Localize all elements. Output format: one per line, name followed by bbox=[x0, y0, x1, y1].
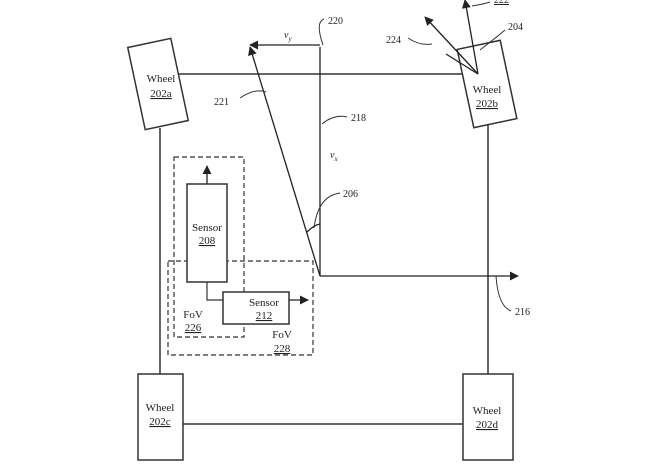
sensor-208-ref: 208 bbox=[199, 235, 216, 247]
wheel-direction-line bbox=[445, 53, 479, 75]
leader-lines bbox=[239, 1, 512, 312]
wheel-202a-label: Wheel bbox=[147, 73, 176, 85]
sensor-212: Sensor 212 bbox=[222, 291, 309, 325]
ref-216: 216 bbox=[515, 307, 530, 318]
wheel-202b: Wheel 202b bbox=[456, 39, 518, 129]
sensor-208: Sensor 208 bbox=[186, 165, 228, 283]
wheel-202a-ref: 202a bbox=[150, 88, 172, 100]
leader-221 bbox=[239, 90, 267, 99]
fov-228: FoV 228 bbox=[167, 260, 314, 356]
wheel-202b-label: Wheel bbox=[473, 84, 502, 96]
ref-221: 221 bbox=[214, 97, 229, 108]
angle-arc bbox=[306, 223, 321, 233]
resultant-velocity-arrow bbox=[248, 46, 321, 277]
wheel-202d: Wheel 202d bbox=[462, 373, 514, 461]
leader-224 bbox=[407, 37, 433, 45]
ref-206: 206 bbox=[343, 189, 358, 200]
fov-226-ref: 226 bbox=[185, 322, 202, 334]
ref-222: 222 bbox=[494, 0, 509, 6]
fov-228-ref: 228 bbox=[274, 343, 291, 355]
vy-label: vy bbox=[284, 30, 292, 43]
wheel-202c-label: Wheel bbox=[146, 402, 175, 414]
arrow-224 bbox=[424, 16, 479, 75]
ref-218: 218 bbox=[351, 113, 366, 124]
leader-216 bbox=[495, 275, 512, 312]
ref-224: 224 bbox=[386, 35, 401, 46]
vehicle-frame bbox=[159, 73, 489, 425]
ref-204: 204 bbox=[508, 22, 523, 33]
velocity-vectors bbox=[248, 40, 519, 281]
sensor-208-label: Sensor bbox=[192, 222, 222, 234]
leader-206 bbox=[313, 192, 341, 229]
wheel-202c: Wheel 202c bbox=[137, 373, 184, 461]
sensor-212-ref: 212 bbox=[256, 310, 273, 322]
fov-226: FoV 226 bbox=[173, 156, 245, 338]
sensor-212-label: Sensor bbox=[249, 297, 279, 309]
leader-218 bbox=[321, 115, 348, 125]
leader-222 bbox=[471, 1, 491, 7]
wheel-202c-ref: 202c bbox=[149, 416, 171, 428]
fov-226-label: FoV bbox=[183, 309, 203, 321]
fov-228-label: FoV bbox=[272, 329, 292, 341]
leader-204 bbox=[479, 29, 506, 51]
leader-220 bbox=[318, 18, 325, 46]
wheel-202b-ref: 202b bbox=[476, 98, 499, 110]
sensor-connector bbox=[206, 282, 223, 301]
wheel-202d-ref: 202d bbox=[476, 419, 499, 431]
wheel-202a: Wheel 202a bbox=[126, 37, 190, 131]
wheel-202d-label: Wheel bbox=[473, 405, 502, 417]
ref-220: 220 bbox=[328, 16, 343, 27]
wheel-direction-arrows bbox=[424, 0, 479, 75]
arrow-222 bbox=[461, 0, 479, 75]
vx-label: vx bbox=[330, 150, 338, 163]
